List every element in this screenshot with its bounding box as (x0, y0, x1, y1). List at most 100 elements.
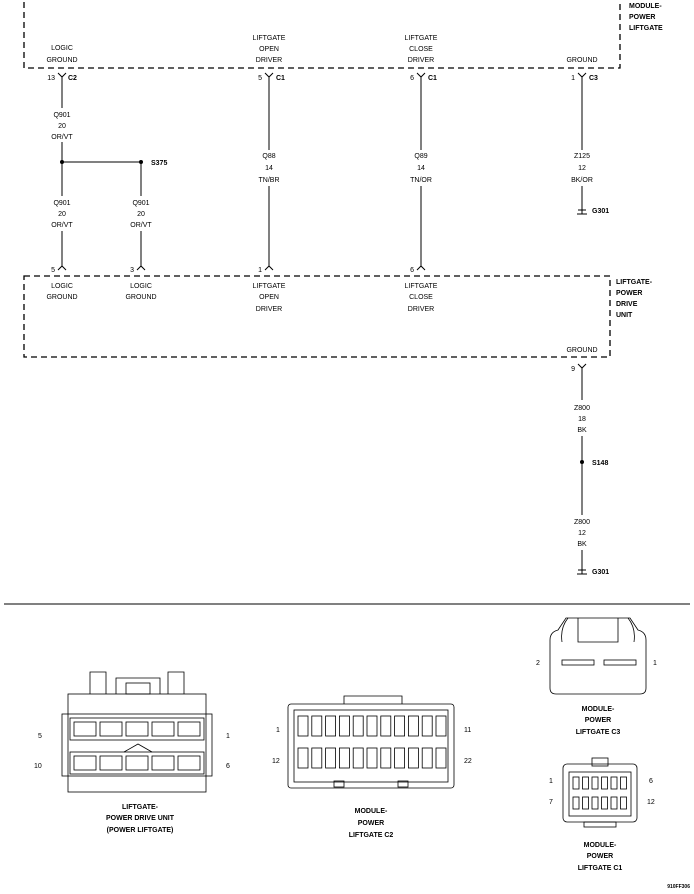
c3-view-name-l3: LIFTGATE C3 (576, 729, 621, 736)
c2-cavity (297, 747, 309, 769)
c2-cavity (338, 747, 350, 769)
pdu-pin-number-5: 5 (51, 267, 55, 274)
pin-number-1: 1 (571, 75, 575, 82)
c2-cavity (394, 715, 406, 737)
c2-cavity (297, 715, 309, 737)
wire-z800-a-circuit: Z800 (574, 405, 590, 412)
terminal-fork-pdu-9 (577, 363, 587, 372)
module-name-line1: MODULE- (629, 3, 662, 10)
wire-q88-color: TN/BR (259, 177, 280, 184)
ground-label-g301-lower: G301 (592, 569, 609, 576)
pin-number-5: 5 (258, 75, 262, 82)
pin-label-logic-ground-l2: GROUND (46, 57, 77, 64)
module-power-liftgate: MODULE- POWER LIFTGATE LOGIC GROUND LIFT… (23, 2, 663, 82)
wire-q901-b-gauge: 20 (58, 211, 66, 218)
c3-pin-label-2: 2 (536, 660, 540, 667)
wire-q901-b-color: OR/VT (51, 222, 73, 229)
wire-z800-a-gauge: 18 (578, 416, 586, 423)
c2-cavity (352, 715, 364, 737)
pdu-cavity (73, 755, 97, 771)
connector-c1-label-2: C1 (428, 75, 437, 82)
c2-cavity (407, 715, 419, 737)
wire-z800-b-circuit: Z800 (574, 519, 590, 526)
figure-code: 910FF306 (667, 884, 690, 890)
pin-label-close-driver-l3: DRIVER (408, 57, 434, 64)
wire-q89-circuit: Q89 (414, 153, 427, 160)
pdu-label-logic-ground-b-l1: LOGIC (130, 283, 152, 290)
c1-cavity (601, 796, 608, 810)
c2-pin-label-11: 11 (464, 727, 471, 734)
c2-cavity (366, 747, 378, 769)
c1-view-name-l1: MODULE- (584, 842, 617, 849)
pdu-label-close-driver-l2: CLOSE (409, 294, 433, 301)
pin-label-open-driver-l1: LIFTGATE (253, 35, 286, 42)
wire-z125-gauge: 12 (578, 165, 586, 172)
c1-cavity (620, 796, 627, 810)
pdu-pin-number-9: 9 (571, 366, 575, 373)
pdu-view-name-l1: LIFTGATE- (122, 804, 159, 811)
c2-pin-label-22: 22 (464, 758, 472, 765)
pdu-pin-label-10: 10 (34, 763, 42, 770)
pdu-label-logic-ground-a-l2: GROUND (46, 294, 77, 301)
wire-q901-c-color: OR/VT (130, 222, 152, 229)
ground-symbol-g301-upper (577, 209, 587, 215)
pdu-pin-number-3: 3 (130, 267, 134, 274)
c1-pin-label-6: 6 (649, 778, 653, 785)
c3-connector-face (549, 617, 647, 695)
c1-cavity (582, 796, 589, 810)
wire-q901-a-color: OR/VT (51, 134, 73, 141)
pdu-cavity (99, 755, 123, 771)
c2-cavity (311, 715, 323, 737)
terminal-pdu-6 (416, 265, 426, 271)
c2-view-name-l3: LIFTGATE C2 (349, 832, 394, 839)
pdu-cavity (151, 721, 175, 737)
c3-view-name-l2: POWER (585, 717, 611, 724)
connector-c3-label: C3 (589, 75, 598, 82)
ground-symbol-g301-lower (577, 569, 587, 575)
c2-cavity (380, 747, 392, 769)
pdu-label-logic-ground-a-l1: LOGIC (51, 283, 73, 290)
wire-z800-a-color: BK (577, 427, 587, 434)
terminal-fork-c3 (577, 72, 587, 81)
wire-q901-a-circuit: Q901 (53, 112, 70, 119)
pdu-label-ground: GROUND (566, 347, 597, 354)
c1-cavity (582, 776, 589, 790)
pdu-cavity (125, 755, 149, 771)
c1-cavity-group (572, 776, 627, 810)
pin-number-6: 6 (410, 75, 414, 82)
pdu-cavity (177, 721, 201, 737)
c1-cavity (610, 776, 618, 790)
pin-label-close-driver-l1: LIFTGATE (405, 35, 438, 42)
c3-view-name-l1: MODULE- (582, 706, 615, 713)
connector-c2-label: C2 (68, 75, 77, 82)
pdu-label-close-driver-l3: DRIVER (408, 306, 434, 313)
splice-label-s148: S148 (592, 460, 608, 467)
pin-label-ground: GROUND (566, 57, 597, 64)
c2-connector-face (287, 695, 455, 789)
c1-cavity (591, 776, 599, 790)
pdu-label-logic-ground-b-l2: GROUND (125, 294, 156, 301)
splice-label-s375: S375 (151, 160, 167, 167)
c1-pin-label-12: 12 (647, 799, 655, 806)
c2-cavity (435, 715, 447, 737)
pdu-cavity (177, 755, 201, 771)
wire-z125-color: BK/OR (571, 177, 593, 184)
c1-cavity (572, 796, 580, 810)
c1-cavity (572, 776, 580, 790)
pdu-cavity (73, 721, 97, 737)
pin-label-close-driver-l2: CLOSE (409, 46, 433, 53)
c2-cavity (435, 747, 447, 769)
drive-unit-name-l3: DRIVE (616, 301, 638, 308)
c1-pin-label-1: 1 (549, 778, 553, 785)
c3-pin-label-1: 1 (653, 660, 657, 667)
pdu-label-open-driver-l3: DRIVER (256, 306, 282, 313)
terminal-fork-c1-6 (416, 72, 426, 81)
wire-z800-b-color: BK (577, 541, 587, 548)
pin-label-logic-ground-l1: LOGIC (51, 45, 73, 52)
c2-view-name-l1: MODULE- (355, 808, 388, 815)
terminal-pdu-5 (57, 265, 67, 271)
pdu-pin-label-1: 1 (226, 733, 230, 740)
pdu-pin-number-6: 6 (410, 267, 414, 274)
c2-cavity (421, 715, 433, 737)
c1-cavity (591, 796, 599, 810)
